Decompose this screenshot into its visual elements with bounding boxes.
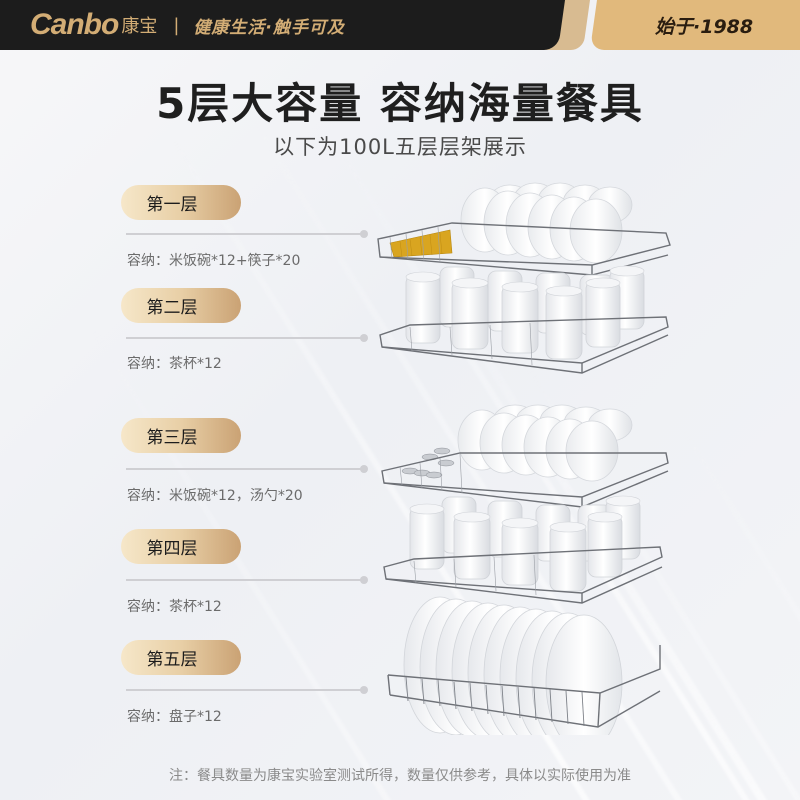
- shelf-divider-5: [126, 686, 368, 694]
- shelf-divider-4: [126, 576, 368, 584]
- shelf-divider-2: [126, 334, 368, 342]
- shelf-capacity-4: 容纳：茶杯*12: [127, 599, 222, 615]
- page-title: 5层大容量 容纳海量餐具: [156, 79, 644, 128]
- since-label: 始于·1988: [655, 15, 754, 38]
- shelf-badge-3: 第三层: [121, 418, 241, 453]
- shelf-capacity-5: 容纳：盘子*12: [127, 709, 222, 725]
- brand-slogan: 健康生活·触手可及: [193, 17, 345, 38]
- shelf-capacity-3: 容纳：米饭碗*12，汤勺*20: [127, 488, 303, 504]
- shelf-badge-5: 第五层: [121, 640, 241, 675]
- shelf-capacity-2: 容纳：茶杯*12: [127, 356, 222, 372]
- shelf-badge-2: 第二层: [121, 288, 241, 323]
- rack-shelf-3: [381, 404, 669, 508]
- brand-name-cn: 康宝: [121, 16, 158, 37]
- page-subtitle: 以下为100L五层层架展示: [273, 135, 527, 159]
- brand-header: Canbo 康宝 | 健康生活·触手可及 始于·1988: [0, 0, 800, 50]
- brand-logo: Canbo: [30, 8, 119, 41]
- rack-shelf-4: [383, 495, 663, 604]
- shelf-divider-1: [126, 230, 368, 238]
- shelf-divider-3: [126, 465, 368, 473]
- disclaimer-note: 注：餐具数量为康宝实验室测试所得，数量仅供参考，具体以实际使用为准: [169, 768, 631, 784]
- rack-shelf-5: [387, 596, 661, 752]
- brand-separator: |: [173, 14, 180, 36]
- rack-shelf-2: [379, 265, 669, 374]
- shelf-capacity-1: 容纳：米饭碗*12+筷子*20: [127, 253, 301, 269]
- rack-illustration: [370, 175, 680, 752]
- brand-lockup: Canbo 康宝 | 健康生活·触手可及: [30, 0, 345, 50]
- shelf-badge-4: 第四层: [121, 529, 241, 564]
- rack-shelf-1: [377, 182, 671, 276]
- shelf-badge-1: 第一层: [121, 185, 241, 220]
